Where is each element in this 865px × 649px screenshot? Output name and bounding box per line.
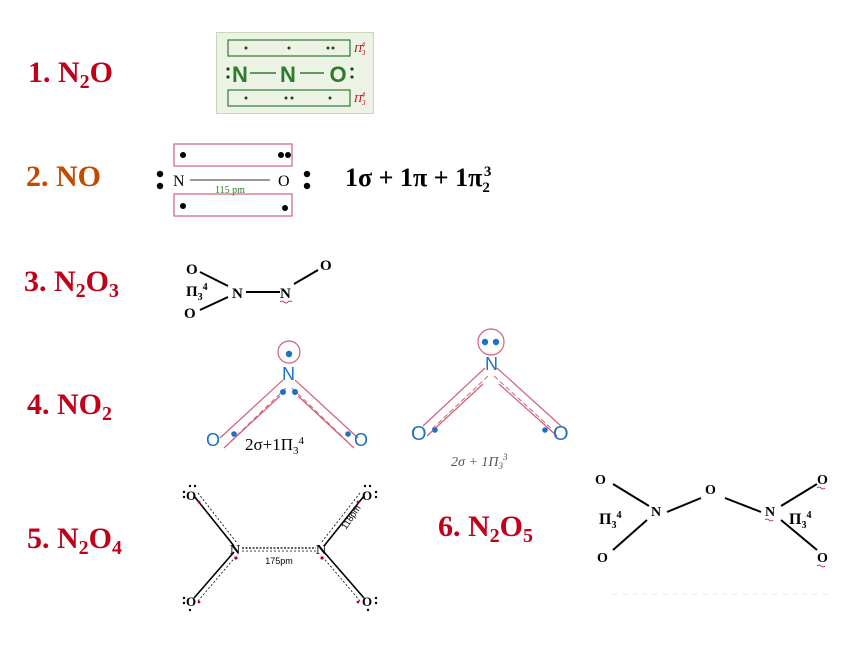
n2o3-pi: Π34 xyxy=(186,282,208,303)
label-n2o5: 6. N2O5 xyxy=(438,510,534,547)
n2o3-o-right: O xyxy=(320,258,332,274)
n2o5-o-br: O xyxy=(817,551,828,566)
n2o4-n2: N xyxy=(316,543,326,558)
no-atom-n: N xyxy=(173,173,185,190)
n2o-atom-o: O xyxy=(329,62,346,87)
no2-structure-a: N O O 2σ+1Π34 xyxy=(206,340,368,457)
label-n2o: 1. N2O xyxy=(28,56,114,93)
n2o4-o-tl: O xyxy=(186,488,196,503)
n2o4-nn-length: 175pm xyxy=(265,556,293,566)
n2o-structure: N N O Π34 Π34 xyxy=(226,39,366,107)
n2o5-n1: N xyxy=(651,505,661,520)
n2o4-no-length: 118pm xyxy=(339,503,362,531)
no-bond-length: 115 pm xyxy=(215,185,245,196)
n2o4-o-br: O xyxy=(362,594,372,609)
n2o5-pi-right: Π34 xyxy=(789,510,811,531)
no2b-o-left: O xyxy=(411,423,427,445)
no2-structure-b: N O O 2σ + 1Π33 xyxy=(411,328,569,471)
no-structure: N O 115 pm xyxy=(156,143,311,217)
n2o-atom-n2: N xyxy=(280,62,296,87)
label-no2: 4. NO2 xyxy=(27,388,112,425)
n2o-atom-n1: N xyxy=(232,62,248,87)
n2o3-n2: N xyxy=(280,286,291,302)
label-n2o3: 3. N2O3 xyxy=(24,265,120,302)
no2b-n: N xyxy=(485,354,498,374)
no-mo-formula: 1σ + 1π + 1π23 xyxy=(345,163,492,197)
no2a-bond-label: 2σ+1Π34 xyxy=(245,435,305,457)
label-no: 2. NO xyxy=(26,160,101,193)
no2b-bond-label: 2σ + 1Π33 xyxy=(451,452,508,471)
n2o4-structure: N N O O O O 175pm 118pm xyxy=(182,484,378,612)
n2o5-n2: N xyxy=(765,505,775,520)
n2o5-structure: O O Π34 N O N Π34 O O xyxy=(595,473,833,595)
no2a-o-right: O xyxy=(354,430,368,450)
n2o4-o-bl: O xyxy=(186,594,196,609)
n2o-structure-panel xyxy=(216,32,374,114)
n2o3-o-bottom: O xyxy=(184,306,196,322)
n2o5-o-bl: O xyxy=(597,551,608,566)
n2o5-o-mid: O xyxy=(705,483,716,498)
n2o3-o-top: O xyxy=(186,262,198,278)
n2o-pi-top: Π34 xyxy=(353,41,366,57)
label-n2o4: 5. N2O4 xyxy=(27,522,123,559)
n2o-pi-bottom: Π34 xyxy=(353,91,366,107)
no2b-o-right: O xyxy=(553,423,569,445)
no2a-o-left: O xyxy=(206,430,220,450)
n2o5-o-tr: O xyxy=(817,473,828,488)
n2o3-structure: O O Π34 N N O xyxy=(184,258,332,322)
no-atom-o: O xyxy=(278,173,290,190)
n2o5-pi-left: Π34 xyxy=(599,510,621,531)
n2o4-n1: N xyxy=(230,543,240,558)
no2a-n: N xyxy=(282,364,295,384)
n2o5-o-tl: O xyxy=(595,473,606,488)
n2o4-o-tr: O xyxy=(362,488,372,503)
n2o3-n1: N xyxy=(232,286,243,302)
